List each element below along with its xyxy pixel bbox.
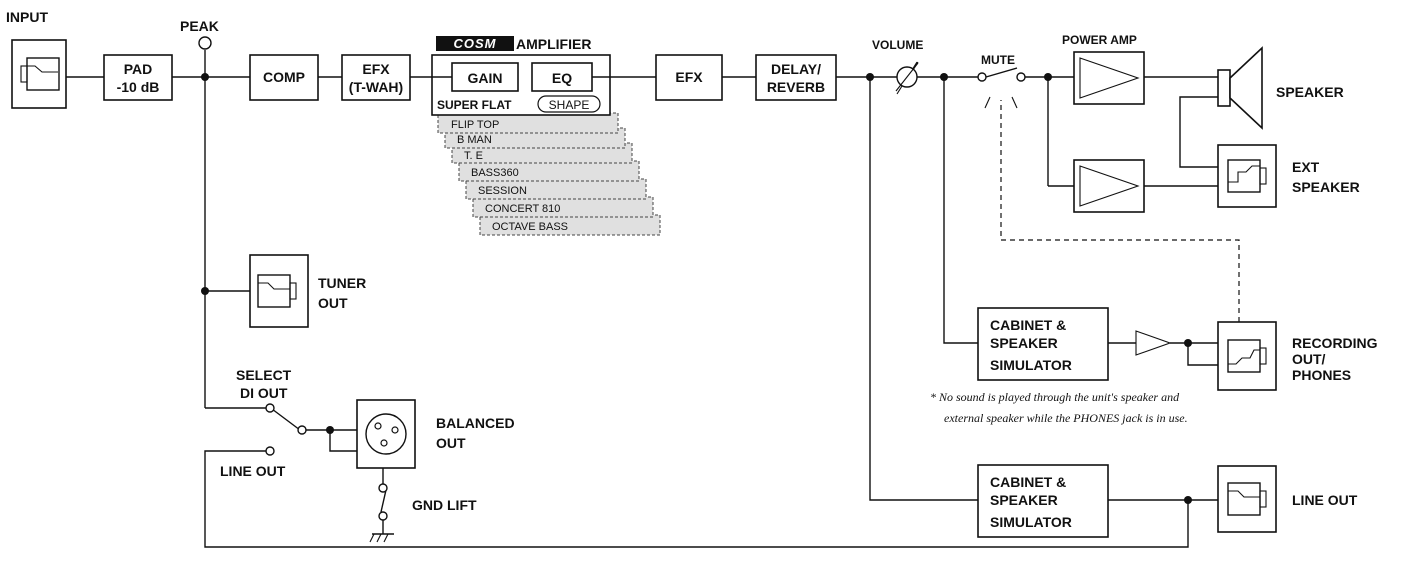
delay-label: DELAY/ (771, 61, 821, 77)
reverb-label: REVERB (767, 79, 825, 95)
input-label: INPUT (6, 9, 48, 25)
amp-type-label: BASS360 (471, 167, 519, 179)
volume-control (895, 62, 919, 92)
phones-label: PHONES (1292, 367, 1351, 383)
tuner-out-label: OUT (318, 295, 348, 311)
gnd-lift-switch (378, 483, 388, 521)
amp-type-label: SESSION (478, 185, 527, 197)
peak-indicator (198, 36, 212, 50)
pad-value: -10 dB (117, 79, 160, 95)
cosm-logo: COSM (436, 36, 514, 51)
efx1-sublabel: (T-WAH) (349, 79, 403, 95)
amp-type-label: B MAN (457, 134, 492, 146)
mute-label: MUTE (981, 53, 1015, 67)
speaker-label: SPEAKER (1276, 84, 1344, 100)
ground-icon (369, 533, 394, 543)
speaker-icon (1217, 46, 1263, 130)
amplifier-label: AMPLIFIER (516, 36, 591, 52)
pad-block: PAD -10 dB (103, 54, 173, 101)
peak-label: PEAK (180, 18, 219, 34)
balanced-label: BALANCED (436, 415, 515, 431)
amp-type-label: T. E (464, 150, 483, 162)
cosm-logo-text: COSM (454, 36, 497, 51)
di-select-switch (265, 403, 307, 456)
line-out-right-label: LINE OUT (1292, 492, 1358, 508)
volume-label: VOLUME (872, 38, 923, 52)
cab1-line2: SPEAKER (990, 335, 1058, 351)
efx-twah-block: EFX (T-WAH) (341, 54, 411, 101)
phones-note-line1: * No sound is played through the unit's … (930, 390, 1180, 404)
amp-type-label: OCTAVE BASS (492, 221, 568, 233)
recording-out-phones-jack (1217, 321, 1277, 391)
cab2-line3: SIMULATOR (990, 514, 1072, 530)
cosm-amplifier-block: GAIN EQ SUPER FLAT SHAPE (431, 54, 611, 116)
power-amp-label: POWER AMP (1062, 33, 1137, 47)
di-out-label: DI OUT (240, 385, 288, 401)
cab2-line2: SPEAKER (990, 492, 1058, 508)
mute-switch (977, 72, 1026, 82)
pad-label: PAD (124, 61, 153, 77)
power-amp-1 (1073, 51, 1145, 105)
amp-type-stack: FLIP TOP B MAN T. E BASS360 SESSION CONC… (437, 112, 661, 236)
comp-label: COMP (263, 69, 305, 85)
line-out-left-label: LINE OUT (220, 463, 286, 479)
buffer-amp-triangle (1135, 330, 1172, 356)
recording-label: RECORDING (1292, 335, 1378, 351)
comp-block: COMP (249, 54, 319, 101)
cabinet-simulator-2: CABINET & SPEAKER SIMULATOR (977, 464, 1109, 538)
signal-wires (66, 50, 1244, 548)
power-amp-2 (1073, 159, 1145, 213)
cab2-line1: CABINET & (990, 474, 1066, 490)
junction-dots (201, 73, 1192, 504)
efx1-label: EFX (362, 61, 390, 77)
efx-block: EFX (655, 54, 723, 101)
select-label: SELECT (236, 367, 292, 383)
phones-note-line2: external speaker while the PHONES jack i… (944, 411, 1188, 425)
ext-speaker-jack (1217, 144, 1277, 208)
amp-type-label: FLIP TOP (451, 119, 499, 131)
gain-label: GAIN (468, 70, 503, 86)
gnd-lift-label: GND LIFT (412, 497, 477, 513)
balanced-out-xlr-icon (356, 399, 416, 469)
cab1-line3: SIMULATOR (990, 357, 1072, 373)
recording-out-label: OUT/ (1292, 351, 1326, 367)
eq-label: EQ (552, 70, 572, 86)
shape-button (537, 95, 601, 113)
super-flat-label: SUPER FLAT (437, 98, 512, 112)
amp-type-label: CONCERT 810 (485, 203, 560, 215)
line-out-jack (1217, 465, 1277, 533)
cabinet-simulator-1: CABINET & SPEAKER SIMULATOR (977, 307, 1109, 381)
input-jack (11, 39, 67, 109)
ext-label: EXT (1292, 159, 1320, 175)
tuner-label: TUNER (318, 275, 366, 291)
efx2-label: EFX (675, 69, 703, 85)
tuner-out-jack (249, 254, 309, 328)
ext-speaker-label: SPEAKER (1292, 179, 1360, 195)
shape-label: SHAPE (549, 98, 590, 112)
balanced-out-label: OUT (436, 435, 466, 451)
cab1-line1: CABINET & (990, 317, 1066, 333)
delay-reverb-block: DELAY/ REVERB (755, 54, 837, 101)
